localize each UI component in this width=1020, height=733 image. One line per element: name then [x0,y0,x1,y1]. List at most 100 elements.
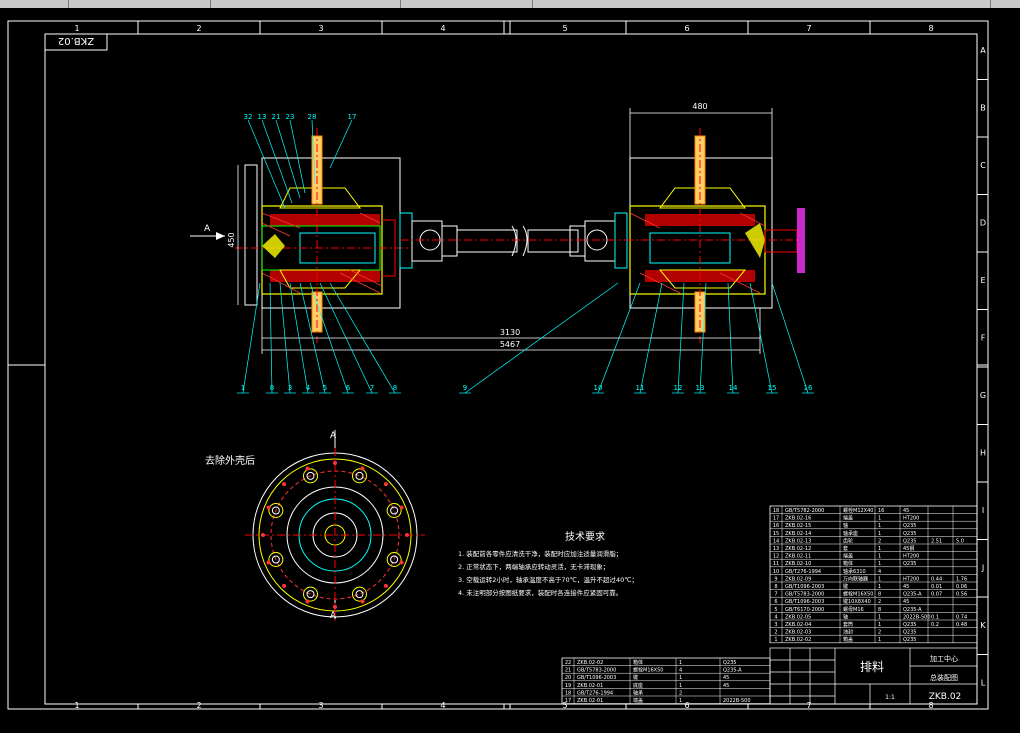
balloon-label: 5 [323,384,327,392]
bom-index: 13 [773,546,779,552]
bom-cell: 0.07 [931,592,942,598]
pin-hole [266,505,271,510]
bom-cell: 2.51 [931,538,942,544]
bom-cell: ZKB.02-14 [785,531,811,537]
bolt-hole [268,551,284,567]
bom-cell: 万向联轴器 [843,575,868,582]
bom-cell: 1.76 [956,576,967,582]
bom-cell: 0.1 [931,614,939,620]
column-label: 7 [806,24,811,33]
bom-cell: 轴承座 [843,530,858,537]
column-label: 1 [74,24,79,33]
bom-cell: GB/T1096-2003 [785,599,824,605]
bom-index: 17 [565,698,571,704]
bom-cell: ZKB.02-01 [577,698,603,704]
bom-cell: 0.2 [931,622,939,628]
bom-cell: 轴承6310 [843,568,866,575]
bom-cell: 45 [723,675,729,681]
dim-overall-1: 3130 [500,328,520,337]
corner-code-box [44,33,108,51]
balloon-label: 8 [270,384,274,392]
bom-cell: ZKB.02-05 [785,614,811,620]
bolt-hole [303,586,319,602]
column-label: 5 [562,701,567,710]
bom-cell: ZKB.02-04 [785,622,811,628]
bom-cell: 螺母M16 [843,606,864,613]
bom-cell: ZKB.02-02 [577,660,603,666]
pin-hole [383,583,388,588]
bom-cell: GB/T5782-2000 [785,508,824,514]
view-title: 去除外壳后 [205,454,255,467]
column-label: 2 [196,701,201,710]
corner-drawing-number: ZKB.02 [58,35,94,46]
bom-cell: 端盖 [633,697,643,704]
bom-cell: 0.01 [931,584,942,590]
bom-cell: 齿轮 [843,537,853,544]
bom-index: 6 [774,599,777,605]
tech-note: 1. 装配前各零件应清洗干净，装配时应加注适量润滑脂； [458,549,622,558]
section-mark-bottom: A [330,611,337,621]
bom-index: 7 [774,592,777,598]
bom-cell: 4 [679,668,682,674]
bom-cell: Q235-A [903,607,922,613]
bom-cell: GB/T5783-2000 [577,668,616,674]
bom-cell: Q235 [903,531,916,537]
bom-cell: 1 [878,531,881,537]
column-label: 6 [684,24,689,33]
bom-cell: Q235 [903,523,916,529]
bom-index: 22 [565,660,571,666]
bom-index: 19 [565,683,571,689]
balloon-label: 10 [594,384,603,392]
title-block [769,647,978,705]
bom-cell: 套 [843,545,848,552]
bom-cell: 0.44 [931,576,942,582]
bom-cell: 45 [723,683,729,689]
row-label: J [981,564,984,573]
row-label: I [982,506,984,515]
column-label: 8 [928,24,933,33]
row-label: L [981,679,986,688]
balloon-label: 23 [286,113,295,121]
bom-cell: 1 [679,698,682,704]
bom-cell: 1 [878,561,881,567]
pin-hole [261,533,265,537]
bom-index: 1 [774,637,777,643]
bom-cell: Q235 [903,630,916,636]
bom-cell: Q235 [903,637,916,643]
bom-cell: ZKB.02-09 [785,576,811,582]
bom-cell: 端盖 [843,553,853,560]
bom-cell: 键 [843,583,848,590]
balloon-label: 6 [346,384,351,392]
bom-cell: ZKB.02-10 [785,561,811,567]
bom-cell: 45 [903,508,909,514]
bom-cell: 45钢 [903,545,914,552]
bom-cell: 螺栓M16X50 [843,591,873,598]
pin-circle [261,461,409,609]
dimension-lines [237,108,773,354]
inner-frame [44,33,978,705]
bom-cell: Q235 [723,660,736,666]
bom-cell: 1 [878,622,881,628]
bom-index: 14 [773,538,779,544]
tech-note: 2. 正常状态下，两端轴承应转动灵活，无卡滞现象； [458,562,609,571]
bolt-hole [268,503,284,519]
bom-cell: 螺栓M12X40 [843,507,873,514]
title-company: 加工中心 [930,654,958,663]
outer-frame [7,20,989,710]
section-view-a: 去除外壳后 A A [205,430,425,623]
bom-cell: 45 [903,599,909,605]
bom-cell: GB/T1096-2003 [577,675,616,681]
bolt-hole [386,503,402,519]
column-label: 6 [684,701,689,710]
bom-cell: 1 [878,637,881,643]
bom-cell: 1 [878,576,881,582]
bom-index: 4 [774,614,777,620]
row-label: H [980,449,986,458]
bom-cell: 4 [878,569,881,575]
bom-index: 16 [773,523,779,529]
